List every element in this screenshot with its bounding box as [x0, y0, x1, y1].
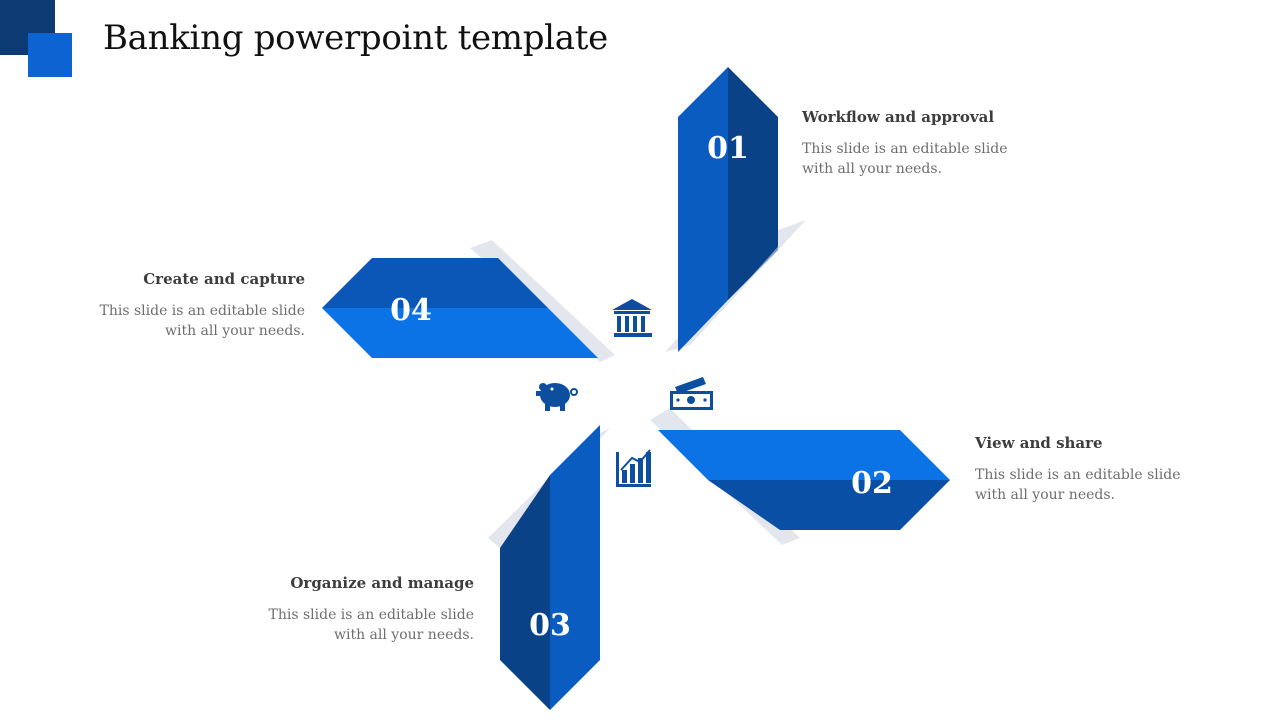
step-heading-01: Workflow and approval: [802, 108, 995, 126]
arm-02: 02: [658, 430, 950, 530]
step-text-01: This slide is an editable slide with all…: [802, 141, 1008, 177]
arm-01: 01: [678, 67, 800, 352]
page-title: Banking powerpoint template: [103, 18, 608, 58]
chart-icon: [616, 449, 651, 487]
money-icon: [670, 377, 713, 410]
step-number-01: 01: [707, 131, 749, 166]
step-heading-02: View and share: [975, 434, 1103, 452]
step-heading-03: Organize and manage: [290, 574, 474, 592]
step-number-04: 04: [390, 293, 432, 328]
corner-decoration-blue: [28, 33, 72, 77]
step-text-03: This slide is an editable slide with all…: [268, 607, 475, 643]
step-number-02: 02: [851, 466, 893, 501]
step-text-04: This slide is an editable slide with all…: [99, 303, 306, 339]
bank-icon: [612, 299, 652, 337]
step-text-02: This slide is an editable slide with all…: [975, 467, 1181, 503]
arm-03: 03: [500, 425, 600, 710]
step-heading-04: Create and capture: [143, 270, 305, 288]
arm-04: 04: [322, 258, 598, 358]
piggy-bank-icon: [536, 383, 578, 411]
step-number-03: 03: [529, 608, 571, 643]
